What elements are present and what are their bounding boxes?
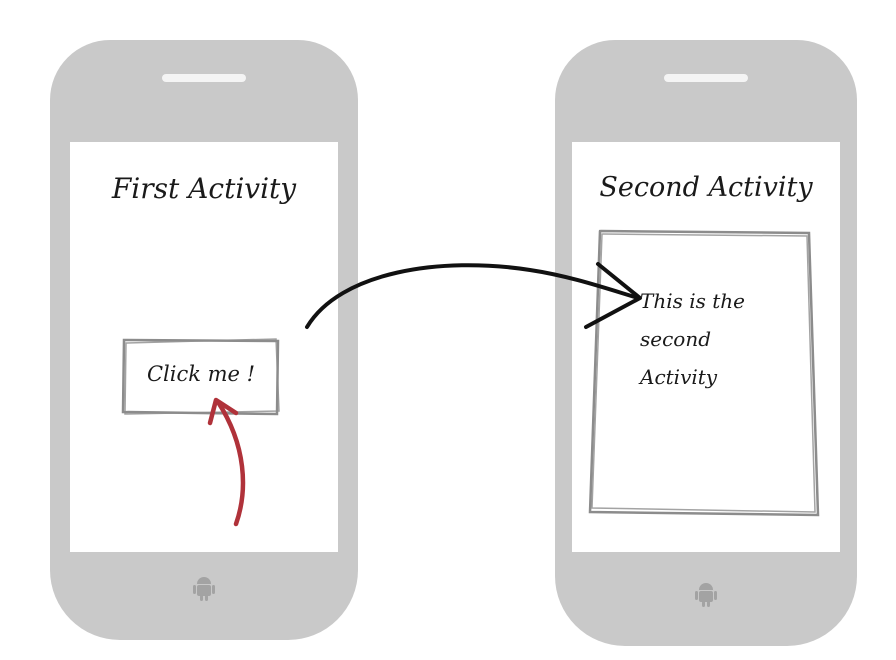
phone-second-activity: Second Activity: [555, 40, 857, 646]
phone-screen: First Activity: [70, 142, 338, 552]
speaker-slot: [664, 74, 748, 82]
transition-arrow: [305, 262, 642, 329]
click-me-button-box: [121, 338, 280, 416]
click-me-button[interactable]: Click me !: [146, 362, 256, 386]
second-activity-title: Second Activity: [599, 172, 813, 203]
android-icon: [192, 574, 216, 602]
note-box: [588, 229, 820, 517]
note-line: This is the: [640, 289, 746, 313]
phone-first-activity: First Activity: [50, 40, 358, 640]
second-activity-note: This is the second Activity: [640, 282, 820, 396]
note-line: second: [640, 327, 712, 351]
speaker-slot: [162, 74, 246, 82]
phone-screen: Second Activity: [572, 142, 840, 552]
click-arrow: [207, 397, 246, 527]
note-line: Activity: [640, 365, 718, 389]
android-icon: [694, 580, 718, 608]
first-activity-title: First Activity: [111, 172, 297, 205]
